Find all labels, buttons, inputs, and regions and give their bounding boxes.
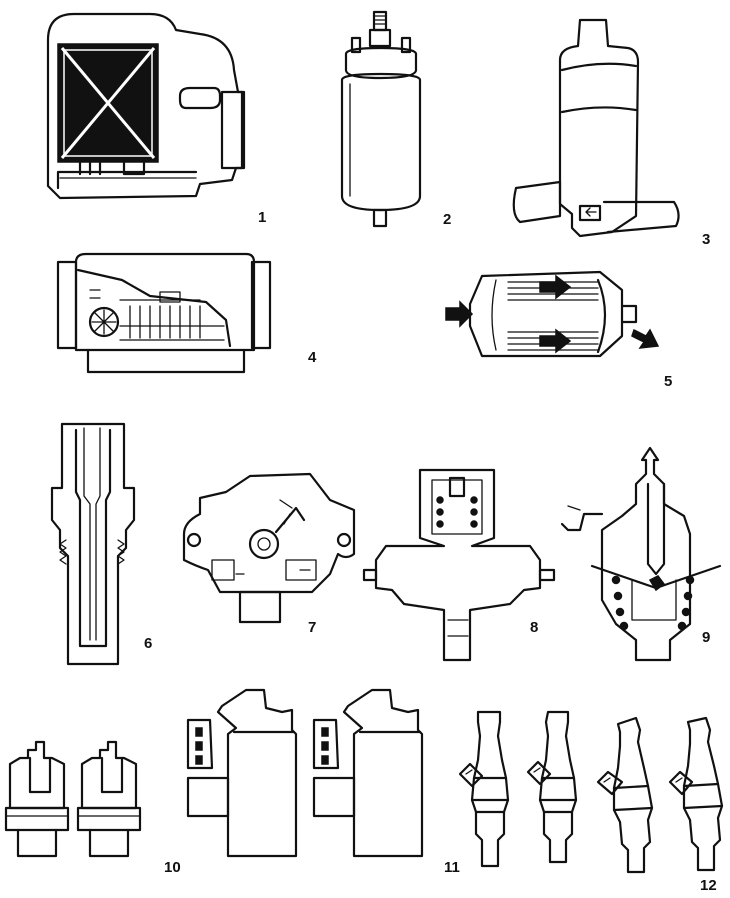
- fuel-filter-icon: [445, 270, 660, 358]
- ignition-coil-icon: [186, 688, 424, 858]
- pressure-regulator-icon: [560, 446, 722, 662]
- temperature-sensor-icon: [50, 422, 136, 666]
- air-valve-icon: [512, 18, 680, 238]
- label-10: 10: [164, 859, 181, 876]
- label-6: 6: [144, 635, 152, 652]
- label-3: 3: [702, 231, 710, 248]
- fuel-pump-icon: [340, 10, 422, 228]
- label-4: 4: [308, 349, 317, 366]
- control-unit-icon: [56, 252, 272, 374]
- label-1: 1: [258, 209, 266, 226]
- label-9: 9: [702, 629, 710, 646]
- throttle-switch-icon: [182, 472, 356, 624]
- relay-icon: [4, 740, 142, 858]
- air-flow-meter-icon: [46, 12, 246, 200]
- label-2: 2: [443, 211, 451, 228]
- injector-icon: [458, 710, 724, 874]
- label-8: 8: [530, 619, 538, 636]
- label-12: 12: [700, 877, 717, 894]
- label-11: 11: [444, 859, 460, 876]
- pressure-damper-icon: [362, 468, 556, 662]
- label-7: 7: [308, 619, 316, 636]
- label-5: 5: [664, 373, 672, 390]
